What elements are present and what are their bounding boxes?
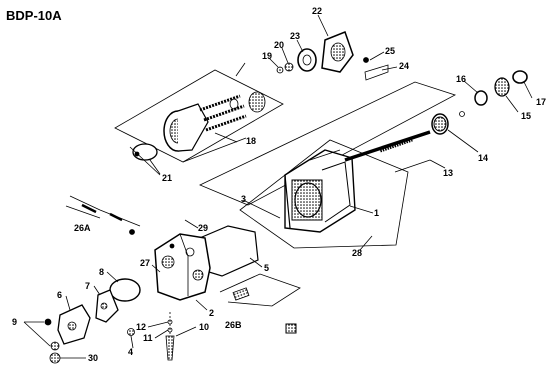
ring-17	[512, 70, 528, 84]
cover-6	[57, 304, 91, 345]
bracket-housing	[239, 139, 409, 249]
callout-13: 13	[443, 168, 454, 178]
callout-24: 24	[399, 61, 410, 71]
seal-8	[109, 278, 141, 302]
bolt-30	[49, 352, 61, 364]
callout-4: 4	[128, 347, 134, 357]
leader-lines	[23, 14, 533, 359]
bolt-9-b	[50, 341, 60, 351]
callout-26b: 26B	[225, 320, 242, 330]
pump-housing	[284, 149, 356, 233]
callout-29: 29	[198, 223, 209, 233]
callout-5: 5	[264, 263, 270, 273]
callout-11: 11	[143, 333, 153, 343]
callout-15: 15	[521, 111, 532, 121]
callout-14: 14	[478, 153, 489, 163]
valve-26b	[219, 273, 301, 334]
callout-3: 3	[241, 194, 247, 204]
callout-9: 9	[12, 317, 18, 327]
callout-23: 23	[290, 31, 301, 41]
callout-20: 20	[274, 40, 285, 50]
trunnion-pin	[363, 57, 389, 81]
callout-8: 8	[99, 267, 105, 277]
fitting-10	[165, 335, 175, 361]
callout-2: 2	[209, 308, 215, 318]
callout-17: 17	[536, 97, 547, 107]
swash-plate	[276, 31, 354, 74]
bracket-13	[199, 81, 457, 206]
drive-shaft	[344, 116, 447, 162]
bracket-18	[114, 69, 284, 163]
callout-18: 18	[246, 136, 257, 146]
bolt-9-a	[44, 318, 52, 326]
callout-28: 28	[352, 248, 363, 258]
bearing-14	[431, 113, 449, 135]
callout-1: 1	[374, 208, 380, 218]
seal-16	[474, 90, 488, 106]
callout-22: 22	[312, 6, 323, 16]
callout-7: 7	[85, 281, 91, 291]
cylinder-block	[163, 91, 266, 152]
callout-21: 21	[162, 173, 173, 183]
callout-16: 16	[456, 74, 467, 84]
callout-30: 30	[88, 353, 99, 363]
callout-6: 6	[57, 290, 63, 300]
callout-25: 25	[385, 46, 396, 56]
callout-19: 19	[262, 51, 273, 61]
end-cap	[154, 233, 211, 301]
callout-26a: 26A	[74, 223, 91, 233]
callout-10: 10	[199, 322, 210, 332]
valve-26a	[65, 195, 141, 235]
bearing-15	[494, 77, 510, 97]
plate-21	[129, 143, 161, 176]
diagram-title: BDP-10A	[6, 8, 62, 23]
plate-7	[95, 289, 119, 323]
plug-4	[127, 328, 135, 336]
callout-12: 12	[136, 322, 147, 332]
washer	[459, 111, 465, 117]
callout-27: 27	[140, 258, 151, 268]
